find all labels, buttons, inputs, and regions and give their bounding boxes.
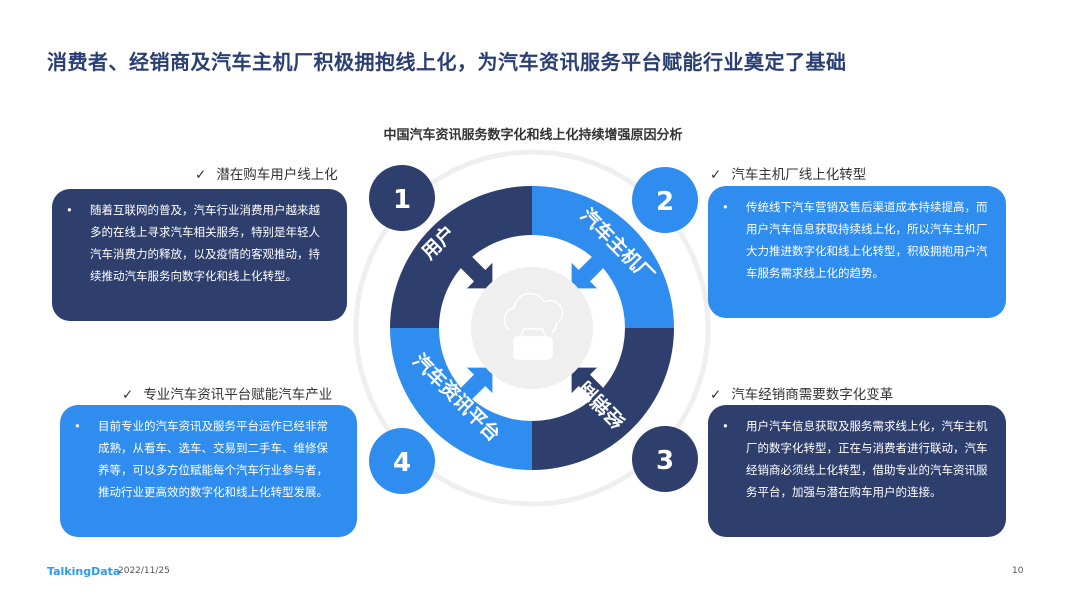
arrow-user xyxy=(458,254,493,289)
description-box-3: • 用户汽车信息获取及服务需求线上化，汽车主机厂的数字化转型，正在与消费者进行联动… xyxy=(708,405,1006,537)
number-badge-2: 2 xyxy=(656,187,674,217)
page-title: 消费者、经销商及汽车主机厂积极拥抱线上化，为汽车资讯服务平台赋能行业奠定了基础 xyxy=(47,50,847,74)
page-number: 10 xyxy=(1012,566,1024,576)
center-circle xyxy=(471,267,593,389)
section-heading-1: ✓ 潜在购车用户线上化 xyxy=(195,163,338,183)
outer-ring xyxy=(353,149,711,507)
diagram-title: 中国汽车资讯服务数字化和线上化持续增强原因分析 xyxy=(383,128,683,143)
description-text: 传统线下汽车营销及售后渠道成本持续提高，而用户汽车信息获取持续线上化，所以汽车主… xyxy=(746,200,988,280)
arrow-platform xyxy=(458,367,493,402)
description-box-2: • 传统线下汽车营销及售后渠道成本持续提高，而用户汽车信息获取持续线上化，所以汽车… xyxy=(708,186,1006,318)
heading-text: 潜在购车用户线上化 xyxy=(216,167,338,183)
number-badge-1: 1 xyxy=(393,185,411,215)
bullet: • xyxy=(722,200,729,214)
description-text: 随着互联网的普及，汽车行业消费用户越来越多的在线上寻求汽车相关服务，特别是年轻人… xyxy=(90,203,320,283)
description-box-4: • 目前专业的汽车资讯及服务平台运作已经非常成熟，从看车、选车、交易到二手车、维修… xyxy=(60,405,357,537)
check-icon: ✓ xyxy=(710,167,722,183)
number-badge-3: 3 xyxy=(656,446,674,476)
check-icon: ✓ xyxy=(195,167,207,183)
arrow-dealer xyxy=(571,367,606,402)
talkingdata-logo: TalkingData xyxy=(47,565,121,578)
bullet: • xyxy=(66,203,73,217)
cloud-car-icon xyxy=(503,292,564,360)
heading-text: 专业汽车资讯平台赋能汽车产业 xyxy=(143,387,333,403)
section-heading-4: ✓ 专业汽车资讯平台赋能汽车产业 xyxy=(122,383,332,403)
bullet: • xyxy=(74,419,81,433)
number-badge-4: 4 xyxy=(393,448,411,478)
check-icon: ✓ xyxy=(710,387,722,403)
heading-text: 汽车主机厂线上化转型 xyxy=(731,167,867,183)
footer-date: 2022/11/25 xyxy=(118,566,170,576)
bullet: • xyxy=(722,419,729,433)
section-heading-2: ✓ 汽车主机厂线上化转型 xyxy=(710,163,866,183)
description-text: 用户汽车信息获取及服务需求线上化，汽车主机厂的数字化转型，正在与消费者进行联动，… xyxy=(746,419,988,499)
description-box-1: • 随着互联网的普及，汽车行业消费用户越来越多的在线上寻求汽车相关服务，特别是年轻… xyxy=(52,189,347,321)
section-heading-3: ✓ 汽车经销商需要数字化变革 xyxy=(710,383,893,403)
description-text: 目前专业的汽车资讯及服务平台运作已经非常成熟，从看车、选车、交易到二手车、维修保… xyxy=(98,419,328,499)
arrow-oem xyxy=(571,254,606,289)
heading-text: 汽车经销商需要数字化变革 xyxy=(731,387,894,403)
check-icon: ✓ xyxy=(122,387,134,403)
